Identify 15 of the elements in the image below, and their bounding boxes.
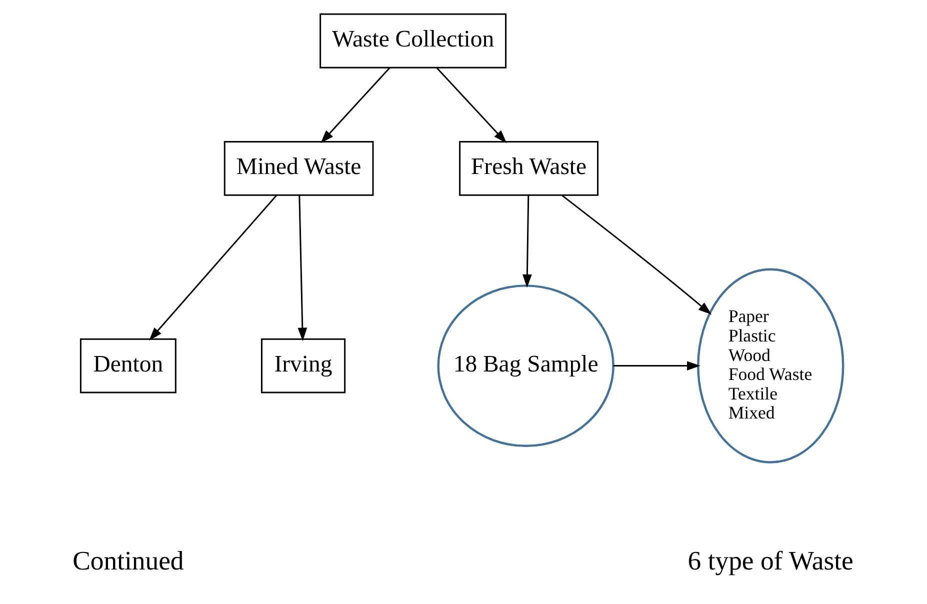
- node-box: Irving: [260, 338, 346, 394]
- node-circle: 18 Bag Sample: [437, 284, 614, 448]
- label: Continued: [72, 546, 184, 576]
- arrow: [320, 68, 390, 144]
- arrow: [436, 68, 507, 144]
- arrow: [562, 194, 712, 315]
- node-box: Mined Waste: [224, 141, 374, 196]
- arrow: [522, 195, 532, 288]
- arrow: [149, 194, 278, 341]
- node-box: Waste Collection: [320, 13, 507, 68]
- node-label: 6 type of Waste: [688, 546, 854, 576]
- node-box: Denton: [80, 338, 176, 394]
- arrow: [613, 361, 700, 370]
- node-box: Fresh Waste: [459, 141, 599, 196]
- arrow: [298, 195, 308, 342]
